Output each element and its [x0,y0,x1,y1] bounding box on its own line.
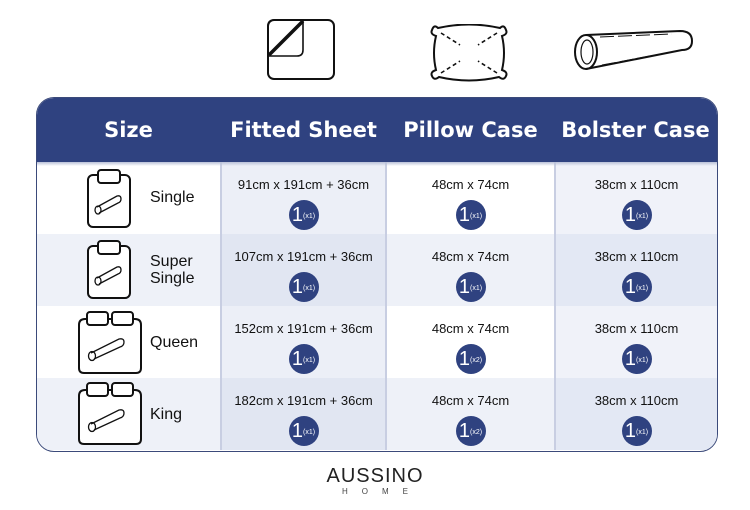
table-row: Single 91cm x 191cm + 36cm 1(x1) 48cm x … [37,162,717,234]
size-cell: Super Single [37,234,220,306]
quantity-badge: 1(x1) [621,200,652,230]
quantity-badge: 1(x2) [455,344,486,374]
fitted-sheet-cell: 91cm x 191cm + 36cm 1(x1) [220,162,387,234]
header-fitted-sheet: Fitted Sheet [230,118,377,142]
table-row: Queen 152cm x 191cm + 36cm 1(x1) 48cm x … [37,306,717,378]
dimensions: 48cm x 74cm [431,321,510,336]
fitted-sheet-cell: 182cm x 191cm + 36cm 1(x1) [220,378,387,450]
table-body: Single 91cm x 191cm + 36cm 1(x1) 48cm x … [37,162,717,451]
bolster-case-cell: 38cm x 110cm 1(x1) [554,306,717,378]
size-cell: King [37,378,220,450]
dimensions: 48cm x 74cm [431,393,510,408]
size-chart-table: Size Fitted Sheet Pillow Case Bolster Ca… [36,97,718,452]
pillow-case-cell: 48cm x 74cm 1(x2) [387,306,554,378]
brand-logo: AUSSINO HOME [0,466,750,498]
brand-subtitle: HOME [342,487,422,496]
table-row: King 182cm x 191cm + 36cm 1(x1) 48cm x 7… [37,378,717,450]
quantity-badge: 1(x1) [288,200,319,230]
fitted-sheet-cell: 107cm x 191cm + 36cm 1(x1) [220,234,387,306]
size-label: Single [150,189,195,206]
dimensions: 152cm x 191cm + 36cm [234,321,373,336]
quantity-badge: 1(x2) [455,416,486,446]
double-bed-icon [78,311,142,374]
pillow-case-cell: 48cm x 74cm 1(x2) [387,378,554,450]
size-cell: Single [37,162,220,234]
bolster-case-cell: 38cm x 110cm 1(x1) [554,234,717,306]
dimensions: 48cm x 74cm [431,177,510,192]
dimensions: 107cm x 191cm + 36cm [234,249,373,264]
size-label: Queen [150,334,199,351]
fitted-sheet-icon [267,19,335,80]
quantity-badge: 1(x1) [455,200,486,230]
pillow-icon [430,24,508,82]
quantity-badge: 1(x1) [288,416,319,446]
quantity-badge: 1(x1) [288,344,319,374]
single-bed-icon [87,240,131,299]
double-bed-icon [78,382,142,445]
quantity-badge: 1(x1) [288,272,319,302]
pillow-case-cell: 48cm x 74cm 1(x1) [387,234,554,306]
quantity-badge: 1(x1) [621,272,652,302]
header-pillow-case: Pillow Case [403,118,538,142]
dimensions: 38cm x 110cm [594,249,679,264]
dimensions: 38cm x 110cm [594,177,679,192]
bolster-case-cell: 38cm x 110cm 1(x1) [554,378,717,450]
size-cell: Queen [37,306,220,378]
header-bolster-case: Bolster Case [561,118,710,142]
table-header: Size Fitted Sheet Pillow Case Bolster Ca… [37,98,717,162]
size-label: King [150,406,183,423]
dimensions: 91cm x 191cm + 36cm [237,177,370,192]
single-bed-icon [87,169,131,228]
dimensions: 182cm x 191cm + 36cm [234,393,373,408]
size-label: Super Single [150,253,195,287]
table-row: Super Single 107cm x 191cm + 36cm 1(x1) … [37,234,717,306]
header-size: Size [104,118,153,142]
brand-name: AUSSINO [326,465,424,487]
quantity-badge: 1(x1) [621,416,652,446]
product-icons-row [0,0,750,95]
quantity-badge: 1(x1) [455,272,486,302]
dimensions: 38cm x 110cm [594,393,679,408]
bolster-case-cell: 38cm x 110cm 1(x1) [554,162,717,234]
quantity-badge: 1(x1) [621,344,652,374]
dimensions: 48cm x 74cm [431,249,510,264]
fitted-sheet-cell: 152cm x 191cm + 36cm 1(x1) [220,306,387,378]
dimensions: 38cm x 110cm [594,321,679,336]
bolster-icon [574,29,694,70]
pillow-case-cell: 48cm x 74cm 1(x1) [387,162,554,234]
